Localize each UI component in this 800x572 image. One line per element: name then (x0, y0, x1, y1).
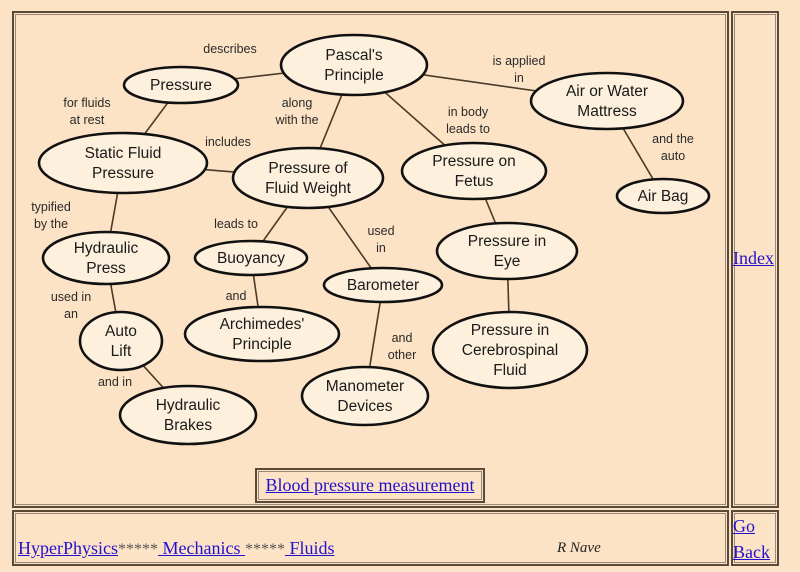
node-label: Pressure (150, 77, 212, 94)
footer-cell (12, 510, 729, 566)
node-ellipse (118, 384, 258, 446)
node-ellipse (183, 305, 341, 363)
go-back-label-go: Go (733, 516, 755, 536)
side-nav-cell (731, 11, 779, 508)
edge-label: and (226, 289, 247, 303)
node-archimedes: Archimedes'Principle (183, 305, 341, 363)
separator: ***** (244, 541, 285, 558)
node-label: Barometer (347, 277, 419, 294)
node-ellipse (300, 365, 430, 427)
node-ellipse (41, 230, 171, 286)
node-ellipse (435, 221, 579, 281)
node-ellipse (400, 141, 548, 201)
footer-nav: HyperPhysics***** Mechanics ***** Fluids (18, 538, 335, 559)
node-ellipse (78, 310, 164, 372)
node-label: Buoyancy (217, 250, 285, 267)
hyperphysics-link[interactable]: HyperPhysics (18, 538, 118, 558)
node-pressure: Pressure (122, 65, 240, 105)
node-ellipse (231, 146, 385, 210)
node-ellipse (529, 71, 685, 131)
node-buoyancy: Buoyancy (193, 239, 309, 277)
go-back-cell (731, 510, 779, 566)
node-ellipse (37, 131, 209, 195)
node-ellipse (122, 65, 240, 105)
edge-label: leads to (214, 217, 258, 231)
author-credit: R Nave (557, 540, 601, 556)
node-ellipse (322, 266, 444, 304)
node-ellipse (193, 239, 309, 277)
node-label: Air Bag (638, 188, 689, 205)
separator: ***** (118, 541, 158, 558)
fluids-link[interactable]: Fluids (284, 538, 335, 558)
blood-pressure-box: Blood pressure measurement (255, 468, 485, 503)
node-ellipse (615, 177, 711, 215)
node-label: Archimedes'Principle (220, 316, 305, 353)
edge-label: describes (203, 42, 257, 56)
node-airbag: Air Bag (615, 177, 711, 215)
mechanics-link[interactable]: Mechanics (158, 538, 245, 558)
concept-map-cell (12, 11, 729, 508)
edge-label: includes (205, 135, 251, 149)
edge-label: and in (98, 375, 132, 389)
blood-pressure-link[interactable]: Blood pressure measurement (265, 475, 475, 495)
go-back-label-back: Back (733, 542, 770, 562)
node-ellipse (431, 310, 589, 390)
index-link[interactable]: Index (733, 248, 774, 268)
node-barometer: Barometer (322, 266, 444, 304)
node-ellipse (279, 33, 429, 97)
